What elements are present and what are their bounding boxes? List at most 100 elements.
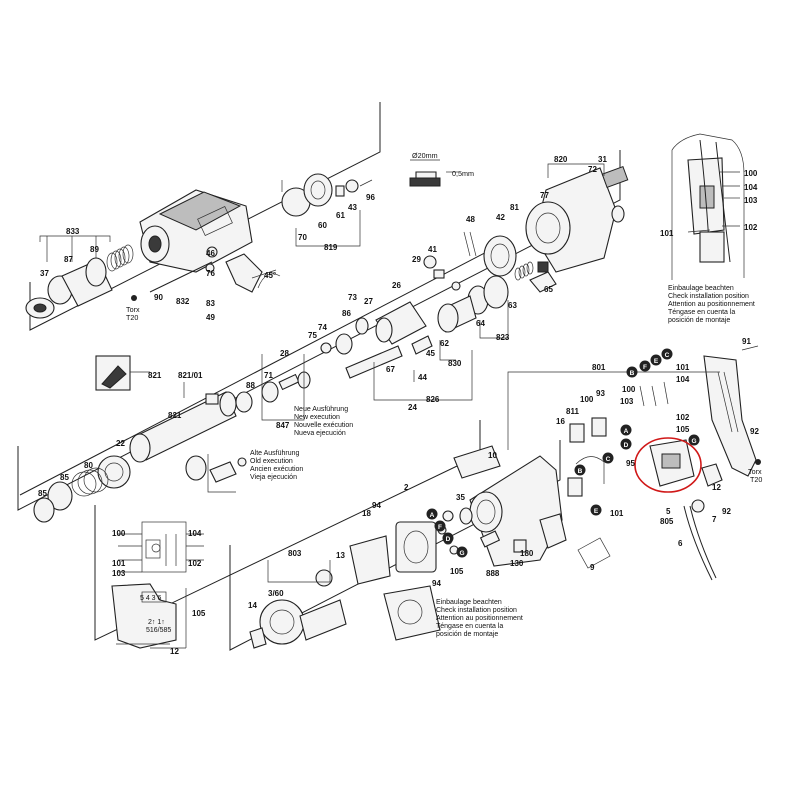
note-install-top-5: posición de montaje	[668, 317, 730, 324]
part-number-14: 14	[248, 601, 257, 610]
torx-size-1: T20	[126, 313, 138, 322]
part-number-102-a: 102	[676, 413, 690, 422]
part-number-76: 76	[206, 269, 215, 278]
badge-b-top: B	[626, 366, 638, 378]
part-number-60: 60	[318, 221, 327, 230]
part-number-96: 96	[366, 193, 375, 202]
part-number-27: 27	[364, 297, 373, 306]
dimension-thickness: 0,5mm	[452, 169, 474, 178]
part-number-7: 7	[712, 515, 717, 524]
note-install-bottom-1: Einbaulage beachten	[436, 599, 502, 606]
note-old-exec-de: Alte Ausführung	[250, 450, 300, 457]
note-new-exec-de: Neue Ausführung	[294, 406, 348, 413]
part-numbers: 833 37 87 89 90 832 46 76 83 49 45° 70 6…	[38, 155, 759, 656]
part-number-86: 86	[342, 309, 351, 318]
note-old-exec-en: Old execution	[250, 458, 293, 465]
part-number-5: 5	[666, 507, 671, 516]
part-number-888: 888	[486, 569, 500, 578]
note-install-bottom-4: Téngase en cuenta la	[436, 623, 503, 630]
part-number-95: 95	[626, 459, 635, 468]
part-number-61: 61	[336, 211, 345, 220]
part-number-94-b: 94	[432, 579, 441, 588]
part-number-72: 72	[588, 165, 597, 174]
part-number-103-c: 103	[112, 569, 126, 578]
part-number-100-c: 100	[112, 529, 126, 538]
part-number-73: 73	[348, 293, 357, 302]
part-number-102-c: 102	[188, 559, 202, 568]
part-number-42: 42	[496, 213, 505, 222]
part-number-2: 2	[404, 483, 409, 492]
torx-callouts: Torx T20 Torx T20 Ø20mm 0,5mm	[126, 151, 762, 484]
part-number-103-d: 103	[744, 196, 758, 205]
part-number-101-a: 101	[676, 363, 690, 372]
part-number-44: 44	[418, 373, 427, 382]
part-number-105-a: 105	[676, 425, 690, 434]
badge-b-brush: B	[574, 464, 586, 476]
part-number-71: 71	[264, 371, 273, 380]
svg-text:A: A	[430, 512, 435, 519]
part-number-821: 821	[168, 411, 182, 420]
torx-icon	[131, 295, 137, 301]
svg-text:A: A	[624, 428, 629, 435]
badge-g-stator: G	[456, 546, 468, 558]
part-number-832: 832	[176, 297, 190, 306]
part-number-88: 88	[246, 381, 255, 390]
handle-switch-assembly	[507, 345, 759, 581]
part-number-101-c: 101	[112, 559, 126, 568]
note-new-exec-fr: Nouvelle exécution	[294, 422, 353, 429]
part-number-100-b: 100	[580, 395, 594, 404]
note-old-exec-fr: Ancien exécution	[250, 466, 303, 473]
badge-c-brush: C	[602, 452, 614, 464]
badge-e-top: E	[650, 354, 662, 366]
part-number-101-b: 101	[610, 509, 624, 518]
part-number-48: 48	[466, 215, 475, 224]
part-number-41: 41	[428, 245, 437, 254]
part-number-29: 29	[412, 255, 421, 264]
torx-label-1: Torx	[126, 305, 140, 314]
part-number-93: 93	[596, 389, 605, 398]
part-number-31: 31	[598, 155, 607, 164]
part-number-826: 826	[426, 395, 440, 404]
badge-a-stator: A	[426, 508, 438, 520]
badge-a-mid: A	[620, 424, 632, 436]
part-number-74: 74	[318, 323, 327, 332]
note-install-top-1: Einbaulage beachten	[668, 285, 734, 292]
part-number-89: 89	[90, 245, 99, 254]
part-number-94-a: 94	[372, 501, 381, 510]
part-number-62: 62	[440, 339, 449, 348]
part-number-12-b: 12	[170, 647, 179, 656]
part-number-37: 37	[40, 269, 49, 278]
note-install-bottom-3: Attention au positionnement	[436, 615, 523, 622]
part-number-820: 820	[554, 155, 568, 164]
install-inset-top	[671, 133, 745, 280]
badge-c-top: C	[661, 348, 673, 360]
note-new-exec-es: Nueva ejecución	[294, 430, 346, 437]
chuck-assembly	[25, 173, 373, 319]
part-number-24: 24	[408, 403, 417, 412]
switch-wiring-inset	[111, 521, 204, 649]
note-install-top-3: Attention au positionnement	[668, 301, 755, 308]
part-number-100-d: 100	[744, 169, 758, 178]
part-number-100-a: 100	[622, 385, 636, 394]
torx-label-2: Torx	[748, 467, 762, 476]
motor-housing	[249, 445, 611, 649]
part-number-803: 803	[288, 549, 302, 558]
part-number-13: 13	[336, 551, 345, 560]
part-number-16: 16	[556, 417, 565, 426]
svg-text:G: G	[691, 438, 696, 445]
part-number-130: 130	[510, 559, 524, 568]
part-number-847: 847	[276, 421, 290, 430]
part-number-821-callout: 821	[148, 371, 162, 380]
part-number-101-d: 101	[660, 229, 674, 238]
badges: B F E C A D G C B E A F D G	[426, 348, 700, 558]
svg-text:G: G	[459, 550, 464, 557]
part-number-45: 45	[426, 349, 435, 358]
part-number-70: 70	[298, 233, 307, 242]
svg-text:F: F	[643, 364, 647, 371]
note-install-top-2: Check installation position	[668, 293, 749, 300]
part-number-104-a: 104	[676, 375, 690, 384]
spindle-assembly	[33, 354, 311, 523]
part-number-35: 35	[456, 493, 465, 502]
part-number-45deg: 45°	[264, 271, 276, 280]
svg-text:C: C	[606, 456, 611, 463]
